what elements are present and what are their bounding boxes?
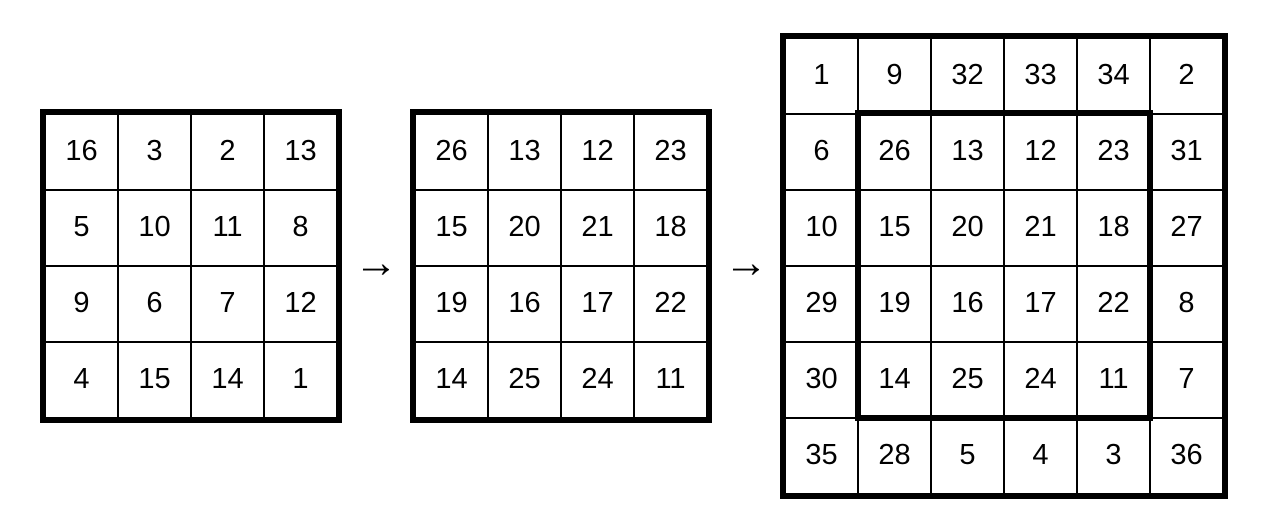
grid-cell: 25 <box>489 342 560 417</box>
grid-cell: 5 <box>932 418 1003 493</box>
grid-cell: 11 <box>635 342 706 417</box>
grid-cell: 4 <box>46 342 117 417</box>
grid-cell: 11 <box>1078 342 1149 417</box>
grid-cell: 21 <box>562 190 633 265</box>
grid-cell: 3 <box>1078 418 1149 493</box>
grid-cell: 20 <box>489 190 560 265</box>
grid-cell: 18 <box>635 190 706 265</box>
grid-cell: 23 <box>1078 114 1149 189</box>
grid-cell: 1 <box>265 342 336 417</box>
grid-cell: 18 <box>1078 190 1149 265</box>
grid-cell: 9 <box>46 266 117 341</box>
grid-cell: 33 <box>1005 38 1076 113</box>
grid-cell: 31 <box>1151 114 1222 189</box>
grid-cell: 32 <box>932 38 1003 113</box>
grid-cell: 6 <box>786 114 857 189</box>
grid-cell: 16 <box>932 266 1003 341</box>
grid-cell: 4 <box>1005 418 1076 493</box>
grid-cell: 16 <box>46 114 117 189</box>
grid-cell: 13 <box>265 114 336 189</box>
grid-cell: 7 <box>1151 342 1222 417</box>
grid-cell: 12 <box>1005 114 1076 189</box>
grid-cell: 10 <box>786 190 857 265</box>
grid-cell: 19 <box>859 266 930 341</box>
grid-cell: 28 <box>859 418 930 493</box>
grid-cell: 8 <box>1151 266 1222 341</box>
grid-cell: 22 <box>1078 266 1149 341</box>
grid-cell: 22 <box>635 266 706 341</box>
grid-cell: 26 <box>416 114 487 189</box>
grid-cell: 24 <box>562 342 633 417</box>
grid-cell: 17 <box>1005 266 1076 341</box>
grid-cell: 2 <box>1151 38 1222 113</box>
grid-cell: 21 <box>1005 190 1076 265</box>
grid-cell: 24 <box>1005 342 1076 417</box>
grid-cell: 11 <box>192 190 263 265</box>
grid-cell: 2 <box>192 114 263 189</box>
grid-cell: 29 <box>786 266 857 341</box>
grid-cell: 3 <box>119 114 190 189</box>
grid-cell: 17 <box>562 266 633 341</box>
grid-cell: 23 <box>635 114 706 189</box>
grid-cell: 20 <box>932 190 1003 265</box>
grid-cell: 5 <box>46 190 117 265</box>
grid-cell: 1 <box>786 38 857 113</box>
grid-cell: 14 <box>192 342 263 417</box>
grid-cell: 15 <box>416 190 487 265</box>
grid-cell: 14 <box>416 342 487 417</box>
grid-cell: 14 <box>859 342 930 417</box>
grid-cell: 12 <box>562 114 633 189</box>
grid-cell: 27 <box>1151 190 1222 265</box>
grid-cell: 13 <box>489 114 560 189</box>
grid-cell: 30 <box>786 342 857 417</box>
grid-cell: 12 <box>265 266 336 341</box>
grid-cell: 25 <box>932 342 1003 417</box>
grid-cell: 34 <box>1078 38 1149 113</box>
grid-cell: 15 <box>859 190 930 265</box>
grid-cell: 26 <box>859 114 930 189</box>
grid-cell: 7 <box>192 266 263 341</box>
grid-cell: 16 <box>489 266 560 341</box>
grid-cell: 6 <box>119 266 190 341</box>
grid-cell: 13 <box>932 114 1003 189</box>
grid-cell: 36 <box>1151 418 1222 493</box>
grid-cell: 35 <box>786 418 857 493</box>
grid-cell: 9 <box>859 38 930 113</box>
grid-cell: 15 <box>119 342 190 417</box>
arrow-right-icon: → <box>724 237 768 287</box>
grid-cell: 19 <box>416 266 487 341</box>
grid-cell: 8 <box>265 190 336 265</box>
grid-cell: 10 <box>119 190 190 265</box>
arrow-right-icon: → <box>354 237 398 287</box>
